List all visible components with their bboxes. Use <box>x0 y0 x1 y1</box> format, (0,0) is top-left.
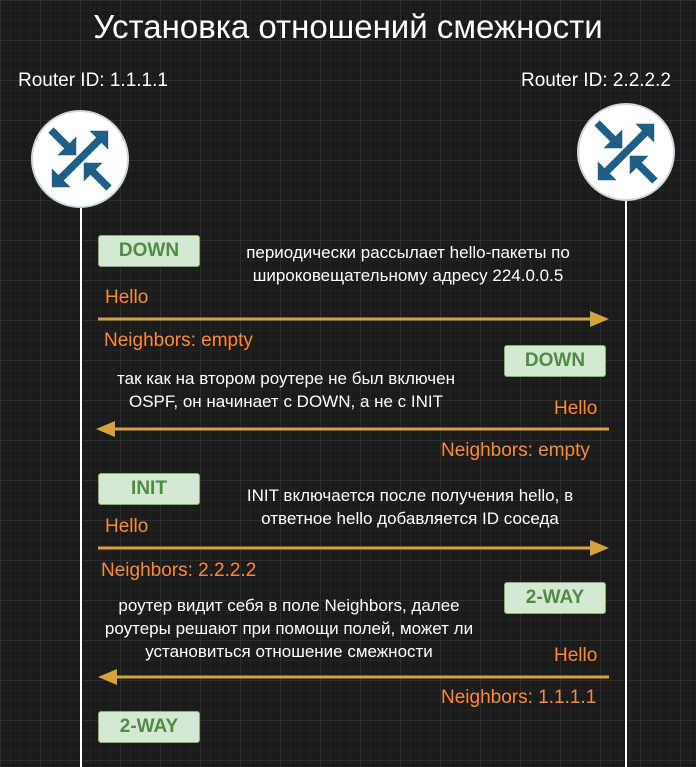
state-badge-init-r1: INIT <box>98 473 200 505</box>
state-badge-down-r1: DOWN <box>98 235 200 267</box>
note-line: роутеры решают при помощи полей, может л… <box>104 619 474 638</box>
router-icon <box>48 127 112 191</box>
note-line: широковещательному адресу 224.0.0.5 <box>252 266 564 285</box>
router-2-lifeline <box>625 201 627 767</box>
router-1[interactable] <box>31 110 129 208</box>
router-1-lifeline <box>80 208 82 767</box>
neighbors-label-1: Neighbors: empty <box>104 330 253 351</box>
message-label-4: Hello <box>554 645 598 666</box>
router-2-id-label: Router ID: 2.2.2.2 <box>521 70 671 91</box>
note-line: роутер видит себя в поле Neighbors, дале… <box>118 596 460 615</box>
neighbors-label-4: Neighbors: 1.1.1.1 <box>441 687 597 708</box>
state-badge-2way-r1: 2-WAY <box>98 711 200 743</box>
message-label-1: Hello <box>105 287 149 308</box>
router-icon <box>594 120 658 184</box>
note-step-3: INIT включается после получения hello, в… <box>215 484 605 530</box>
note-line: установиться отношение смежности <box>145 642 433 661</box>
note-step-1: периодически рассылает hello-пакеты по ш… <box>218 241 598 287</box>
note-line: INIT включается после получения hello, в <box>246 486 574 505</box>
note-line: так как на втором роутере не был включен <box>117 369 455 388</box>
state-badge-2way-r2: 2-WAY <box>504 582 606 614</box>
note-step-4: роутер видит себя в поле Neighbors, дале… <box>89 594 489 663</box>
arrowhead-2 <box>96 421 115 437</box>
message-label-2: Hello <box>554 398 598 419</box>
neighbors-label-3: Neighbors: 2.2.2.2 <box>101 560 257 581</box>
note-line: периодически рассылает hello-пакеты по <box>246 243 570 262</box>
router-2[interactable] <box>577 103 675 201</box>
state-badge-down-r2: DOWN <box>504 345 606 377</box>
note-line: ответное hello добавляется ID соседа <box>261 509 559 528</box>
router-1-id-label: Router ID: 1.1.1.1 <box>18 70 168 91</box>
arrowhead-3 <box>590 540 609 556</box>
note-line: OSPF, он начинает с DOWN, а не с INIT <box>128 392 444 411</box>
page-title: Установка отношений смежности <box>93 8 603 45</box>
message-label-3: Hello <box>105 516 149 537</box>
arrowhead-1 <box>590 311 609 327</box>
note-step-2: так как на втором роутере не был включен… <box>86 367 486 413</box>
neighbors-label-2: Neighbors: empty <box>441 440 590 461</box>
arrowhead-4 <box>98 669 117 685</box>
